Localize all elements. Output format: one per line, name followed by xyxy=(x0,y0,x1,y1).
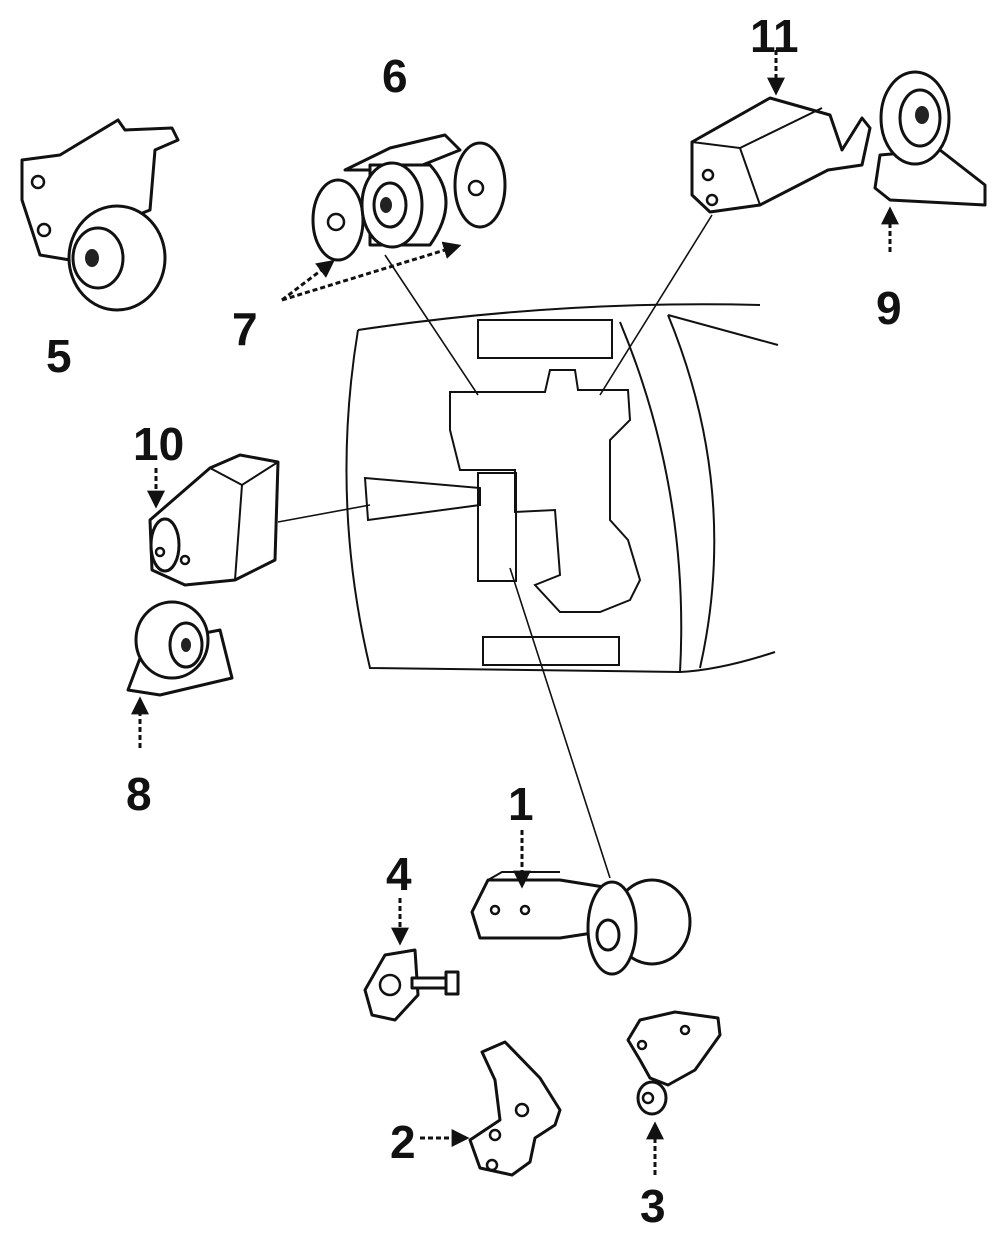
callout-11: 11 xyxy=(750,10,799,62)
callout-10: 10 xyxy=(133,418,184,470)
callout-1: 1 xyxy=(508,778,534,830)
callout-2: 2 xyxy=(390,1116,416,1168)
part-2-bracket xyxy=(420,1040,562,1177)
callout-7: 7 xyxy=(232,303,258,355)
part-5-mount xyxy=(20,118,180,312)
part-8-mount xyxy=(126,600,234,748)
callout-6: 6 xyxy=(382,50,408,102)
vehicle-body-outline xyxy=(345,303,779,673)
callout-labels: 1 2 3 4 5 6 7 8 9 10 11 xyxy=(46,10,902,1232)
callout-8: 8 xyxy=(126,768,152,820)
part-3-bracket xyxy=(626,1010,722,1175)
callout-3: 3 xyxy=(640,1180,666,1232)
leader-lines xyxy=(277,214,713,879)
part-6-mount xyxy=(311,133,507,262)
callout-5: 5 xyxy=(46,330,72,382)
part-9-mount xyxy=(873,70,987,252)
part-4-bolt xyxy=(363,898,460,1022)
part-10-mount xyxy=(147,453,280,587)
part-11-mount xyxy=(690,50,872,214)
part-1-mount xyxy=(470,830,692,976)
callout-4: 4 xyxy=(386,848,412,900)
part-7-arrows xyxy=(281,241,462,302)
callout-9: 9 xyxy=(876,282,902,334)
